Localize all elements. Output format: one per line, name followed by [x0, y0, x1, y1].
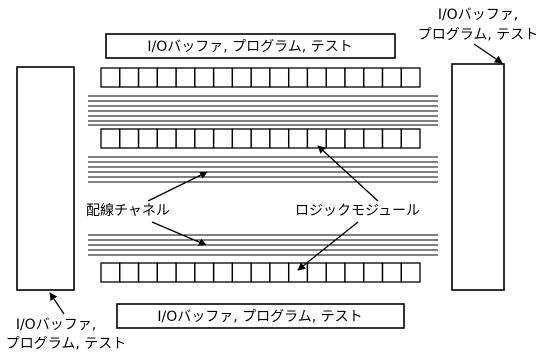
logic-module-cell: [212, 262, 233, 283]
top-io-box-label: I/Oバッファ, プログラム, テスト: [147, 39, 352, 55]
logic-module-cell: [175, 128, 196, 149]
bottom-left-io-arrow: [49, 292, 65, 315]
top-right-io-label-line2: プログラム, テスト: [418, 27, 538, 43]
logic-module-cell: [381, 262, 402, 283]
logic-module-cell: [100, 262, 121, 283]
logic-module-cell: [287, 67, 309, 88]
logic-module-label: ロジックモジュール: [295, 203, 420, 219]
logic-module-cell: [287, 128, 309, 149]
bottom-io-box-label: I/Oバッファ, プログラム, テスト: [157, 309, 362, 325]
logic-module-cell: [325, 128, 346, 149]
logic-module-cell: [212, 128, 233, 149]
logic-module-cell: [400, 128, 421, 149]
top-io-box: [105, 33, 396, 59]
routing-channel-label: 配線チャネル: [86, 203, 170, 219]
logic-module-cell: [156, 67, 177, 88]
routing-channel-upper: [88, 95, 438, 126]
logic-module-cell: [287, 262, 309, 283]
logic-module-cell: [250, 262, 271, 283]
logic-module-row-top: [100, 67, 421, 88]
logic-module-cell: [306, 67, 327, 88]
logic-module-cell: [306, 128, 327, 149]
bottom-left-io-label-line1: I/Oバッファ,: [16, 317, 96, 333]
logic-module-cell: [363, 128, 384, 149]
logic-module-cell: [119, 67, 140, 88]
bottom-left-io-label-line2: プログラム, テスト: [6, 336, 126, 352]
top-right-io-label-line1: I/Oバッファ,: [438, 7, 518, 23]
logic-module-cell: [231, 128, 252, 149]
logic-module-cell: [212, 67, 233, 88]
bottom-io-box: [116, 303, 405, 329]
routing-channel-lower: [88, 234, 438, 256]
logic-module-cell: [175, 262, 196, 283]
logic-module-cell: [156, 128, 177, 149]
logic-module-cell: [194, 128, 215, 149]
routing-channel-arrow-lower: [151, 221, 207, 246]
logic-module-arrow-lower: [297, 221, 359, 271]
logic-module-cell: [231, 67, 252, 88]
logic-module-cell: [344, 262, 365, 283]
logic-module-cell: [100, 67, 121, 88]
logic-module-cell: [269, 262, 290, 283]
logic-module-cell: [363, 67, 384, 88]
logic-module-cell: [344, 128, 365, 149]
logic-module-cell: [344, 67, 365, 88]
logic-module-arrow-upper: [317, 145, 379, 202]
logic-module-cell: [100, 128, 121, 149]
logic-module-cell: [119, 262, 140, 283]
logic-module-cell: [194, 262, 215, 283]
logic-module-cell: [381, 67, 402, 88]
right-io-block: [451, 63, 505, 291]
logic-module-cell: [363, 262, 384, 283]
logic-module-cell: [306, 262, 327, 283]
logic-module-cell: [137, 128, 158, 149]
logic-module-cell: [137, 262, 158, 283]
logic-module-row-bottom: [100, 262, 421, 283]
routing-channel-arrow-upper: [147, 171, 208, 202]
logic-module-cell: [119, 128, 140, 149]
routing-channel-middle: [88, 156, 438, 183]
logic-module-cell: [325, 67, 346, 88]
logic-module-cell: [250, 67, 271, 88]
logic-module-cell: [175, 67, 196, 88]
logic-module-cell: [194, 67, 215, 88]
logic-module-cell: [400, 67, 421, 88]
logic-module-cell: [269, 67, 290, 88]
logic-module-cell: [269, 128, 290, 149]
logic-module-cell: [137, 67, 158, 88]
logic-module-cell: [250, 128, 271, 149]
logic-module-cell: [325, 262, 346, 283]
logic-module-cell: [400, 262, 421, 283]
logic-module-cell: [381, 128, 402, 149]
left-io-block: [16, 66, 75, 291]
logic-module-cell: [231, 262, 252, 283]
top-right-io-arrow: [473, 43, 503, 64]
logic-module-row-middle: [100, 128, 421, 149]
logic-module-cell: [156, 262, 177, 283]
